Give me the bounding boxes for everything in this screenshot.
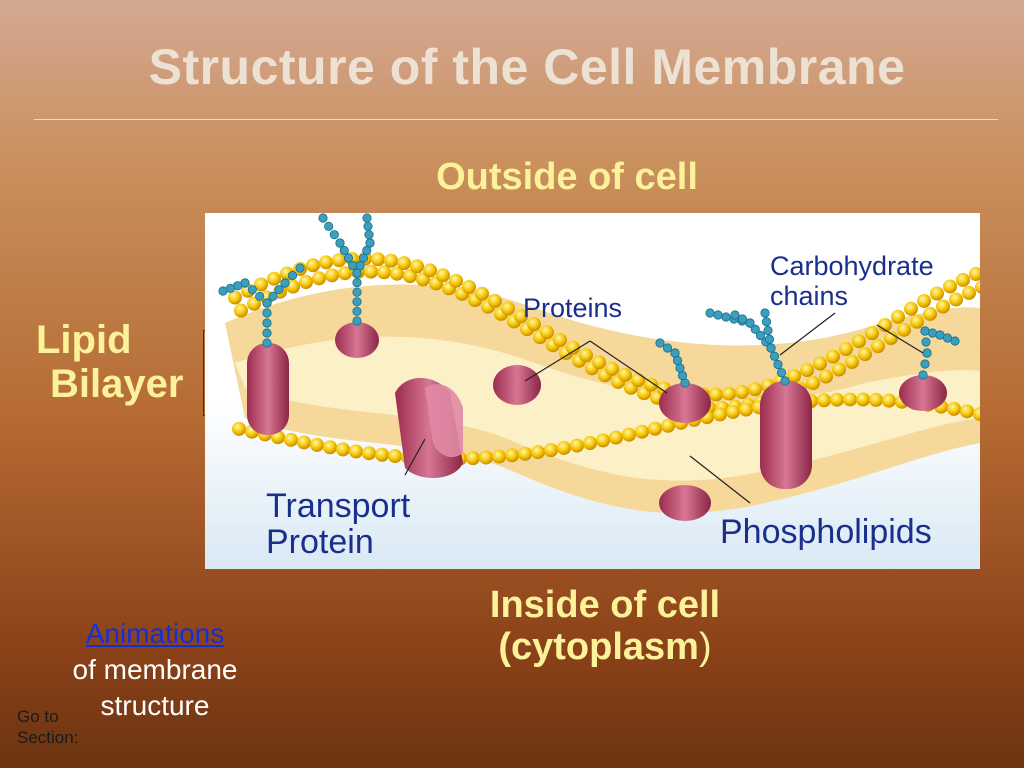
animations-link[interactable]: Animations bbox=[85, 618, 225, 649]
lipid-label-line2: Bilayer bbox=[50, 362, 184, 406]
lipid-bilayer-label: Lipid Bilayer bbox=[36, 318, 183, 406]
outside-of-cell-label: Outside of cell bbox=[436, 156, 698, 198]
lipid-label-line1: Lipid bbox=[36, 318, 132, 362]
animations-line3: structure bbox=[100, 690, 210, 721]
membrane-diagram: Carbohydrate chains Proteins Transport P… bbox=[205, 213, 980, 569]
animations-line2: of membrane bbox=[72, 654, 238, 685]
title-divider bbox=[34, 119, 998, 120]
transport-protein-label: Transport Protein bbox=[266, 487, 411, 561]
membrane-illustration bbox=[205, 213, 980, 569]
go-to-section[interactable]: Go to Section: bbox=[17, 707, 79, 747]
phospholipids-label: Phospholipids bbox=[720, 513, 932, 551]
slide-title: Structure of the Cell Membrane bbox=[148, 39, 906, 95]
carbohydrate-chains-label: Carbohydrate chains bbox=[770, 251, 934, 311]
proteins-label: Proteins bbox=[523, 293, 623, 323]
inside-of-cell-label: Inside of cell (cytoplasm) bbox=[489, 584, 721, 668]
animations-block: Animations of membrane structure bbox=[40, 616, 270, 724]
